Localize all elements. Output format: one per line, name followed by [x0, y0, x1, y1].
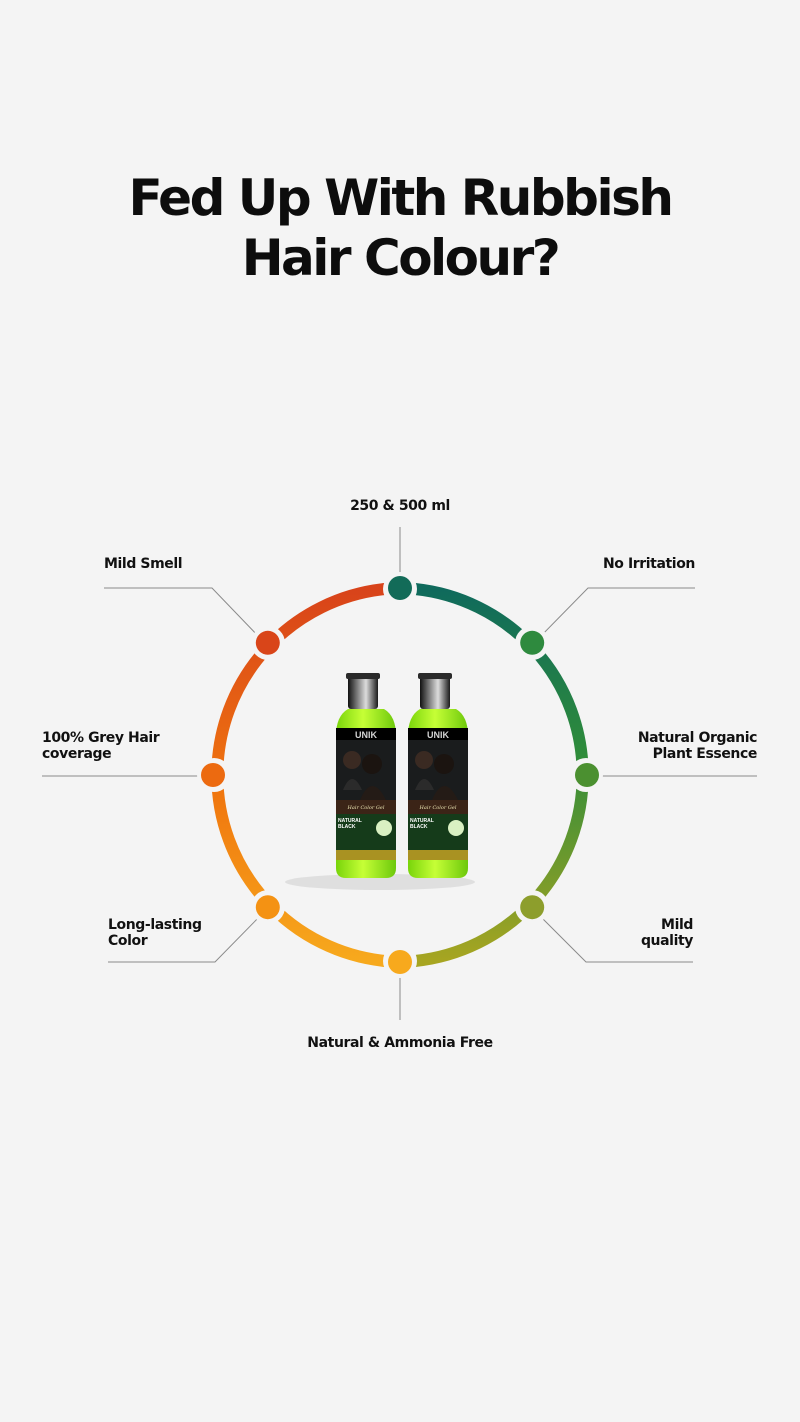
feature-label-grey-coverage: 100% Grey Hair coverage	[42, 730, 160, 762]
bottle-right-shade-2: BLACK	[410, 824, 428, 830]
bottle-right-name: Hair Color Gel	[419, 805, 457, 811]
feature-node-7	[255, 630, 280, 655]
feature-node-0	[388, 576, 412, 600]
bottle-right-shade-1: NATURAL	[410, 818, 434, 824]
feature-node-5	[255, 895, 280, 920]
headline: Fed Up With Rubbish Hair Colour?	[0, 168, 800, 288]
feature-label-mild-quality: Mild quality	[640, 917, 693, 949]
bottle-left-name: Hair Color Gel	[347, 805, 385, 811]
headline-line-1: Fed Up With Rubbish	[128, 169, 674, 227]
bottle-left-shade-1: NATURAL	[338, 818, 362, 824]
feature-label-no-irritation: No Irritation	[602, 556, 695, 572]
connector-lines	[42, 527, 757, 1020]
feature-node-6	[201, 763, 225, 787]
headline-line-2: Hair Colour?	[241, 229, 561, 287]
feature-label-mild-smell: Mild Smell	[104, 556, 183, 572]
bottle-left	[336, 673, 396, 878]
bottle-right	[408, 673, 468, 878]
bottle-left-brand: UNIK	[355, 730, 377, 740]
feature-node-1	[520, 630, 545, 655]
feature-node-4	[388, 950, 412, 974]
bottle-left-shade-2: BLACK	[338, 824, 356, 830]
feature-nodes	[201, 576, 599, 974]
feature-node-2	[575, 763, 599, 787]
feature-label-long-lasting: Long-lasting Color	[108, 917, 202, 949]
feature-label-organic: Natural Organic Plant Essence	[637, 730, 758, 762]
product-image: UNIK UNIK Hair Color Gel Hair Color Gel …	[285, 673, 475, 890]
feature-label-size: 250 & 500 ml	[350, 498, 450, 514]
feature-label-ammonia-free: Natural & Ammonia Free	[307, 1035, 493, 1051]
bottle-right-brand: UNIK	[427, 730, 449, 740]
feature-node-3	[520, 895, 545, 920]
